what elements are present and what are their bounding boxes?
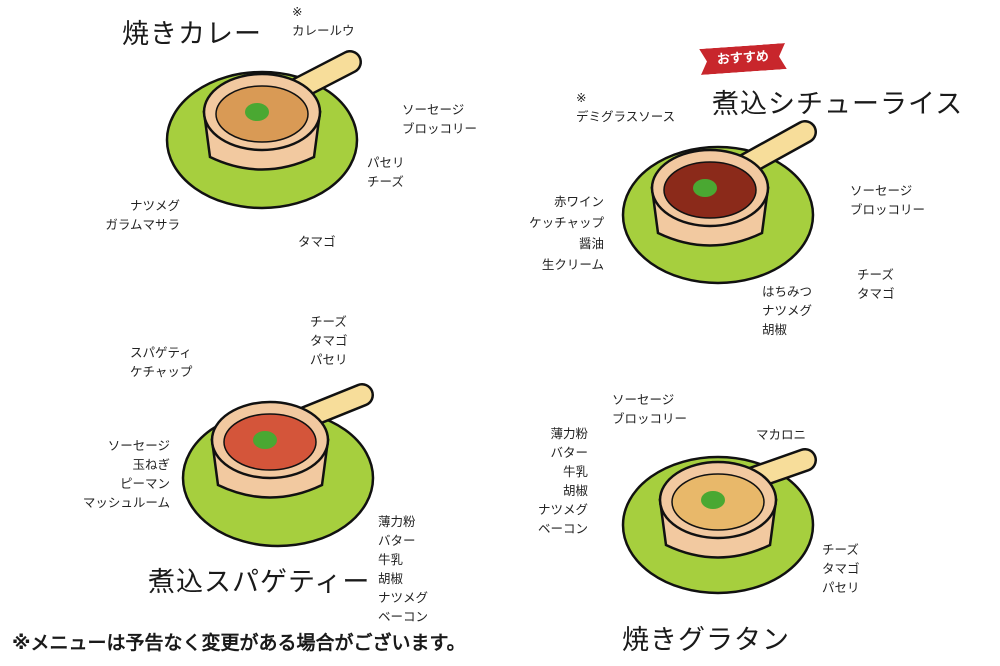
ingredient-label: タマゴ [298, 234, 336, 249]
parsley-icon [693, 179, 717, 197]
dish-title-stew-rice: 煮込シチューライス [712, 89, 964, 120]
ingredient-label: 薄力粉バター牛乳胡椒ナツメグベーコン [378, 514, 429, 624]
menu-change-notice: ※メニューは予告なく変更がある場合がございます。 [12, 632, 466, 654]
ingredient-label: スパゲティケチャップ [130, 345, 193, 379]
ingredient-label: チーズタマゴ [857, 267, 895, 301]
ingredient-label: ※デミグラスソース [576, 90, 676, 124]
ingredient-label: 薄力粉バター牛乳胡椒ナツメグベーコン [537, 426, 588, 536]
ingredient-label: ソーセージ玉ねぎピーマンマッシュルーム [82, 438, 170, 510]
ingredient-label: チーズタマゴパセリ [310, 314, 348, 367]
ingredient-label: 赤ワインケッチャップ醤油生クリーム [529, 194, 604, 272]
ingredient-label: ナツメグガラムマサラ [105, 198, 180, 232]
ingredient-label: ソーセージブロッコリー [850, 183, 926, 217]
dish-title-yaki-curry: 焼きカレー [122, 19, 262, 50]
ingredient-label: ソーセージブロッコリー [402, 102, 478, 136]
ingredient-label: はちみつナツメグ胡椒 [762, 284, 813, 337]
ingredient-label: チーズタマゴパセリ [822, 542, 860, 595]
ingredient-label: パセリチーズ [367, 155, 405, 189]
ingredient-label: ※カレールウ [292, 4, 355, 38]
parsley-icon [701, 491, 725, 509]
ingredient-label: マカロニ [756, 427, 807, 442]
ingredient-label: ソーセージブロッコリー [612, 392, 688, 426]
parsley-icon [245, 103, 269, 121]
dish-title-stew-spaghetti: 煮込スパゲティー [148, 567, 371, 598]
parsley-icon [253, 431, 277, 449]
dish-title-gratin: 焼きグラタン [622, 625, 790, 656]
